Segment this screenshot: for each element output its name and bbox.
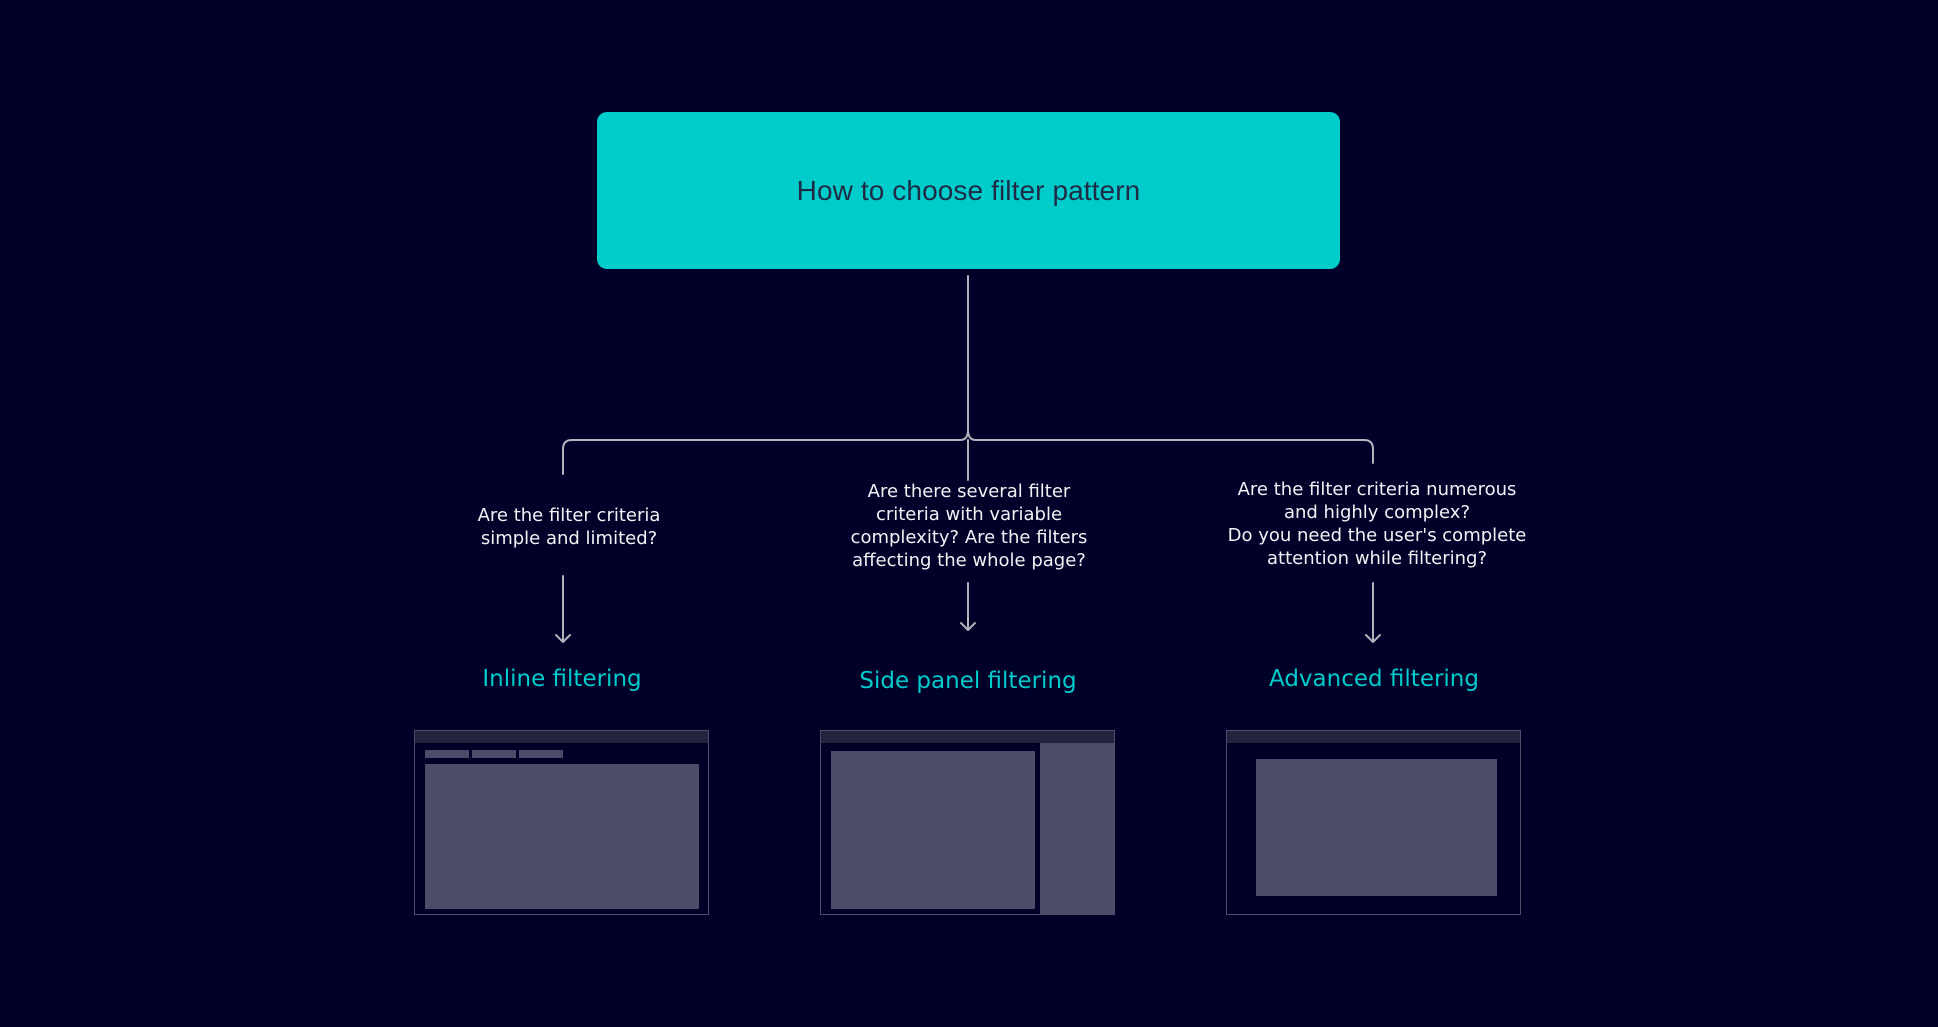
thumbnail-header-bar: [821, 731, 1114, 743]
thumbnail-header-bar: [1227, 731, 1520, 743]
filter-chip: [519, 750, 563, 758]
question-advanced: Are the filter criteria numerous and hig…: [1227, 479, 1527, 569]
branch-line-left: [562, 439, 961, 475]
arrow-right: [1365, 582, 1381, 643]
question-side-panel: Are there several filter criteria with v…: [850, 481, 1088, 571]
side-panel: [1040, 743, 1114, 914]
arrow-left: [555, 575, 571, 643]
thumbnail-inline-filtering: [414, 730, 709, 915]
filter-chip: [472, 750, 516, 758]
pattern-title-side-panel: Side panel filtering: [859, 668, 1077, 694]
question-inline: Are the filter criteria simple and limit…: [477, 505, 661, 549]
thumbnail-advanced-filtering: [1226, 730, 1521, 915]
trunk-line: [959, 275, 969, 441]
filter-chip: [425, 750, 469, 758]
thumbnail-side-panel-filtering: [820, 730, 1115, 915]
branch-line-middle: [967, 429, 977, 481]
branch-line-right: [975, 439, 1374, 464]
dialog-area: [1256, 759, 1497, 896]
arrow-middle: [960, 582, 976, 631]
content-area: [831, 751, 1035, 909]
pattern-title-inline: Inline filtering: [482, 666, 642, 692]
content-area: [425, 764, 699, 909]
pattern-title-advanced: Advanced filtering: [1269, 666, 1479, 692]
root-node: How to choose filter pattern: [597, 112, 1340, 269]
root-title: How to choose filter pattern: [796, 174, 1141, 206]
thumbnail-header-bar: [415, 731, 708, 743]
